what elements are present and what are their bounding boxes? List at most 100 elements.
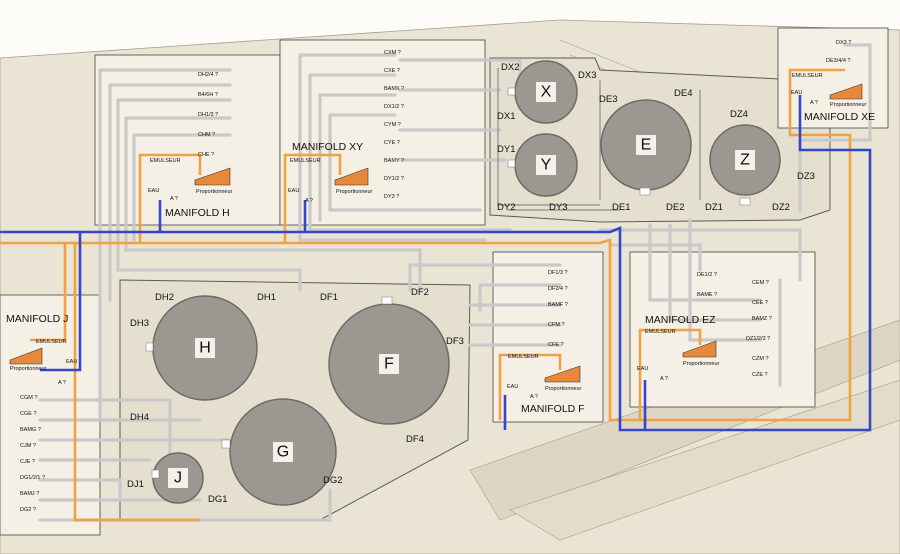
valve-label: BAMF ? — [548, 302, 568, 308]
valve-label: DE3/4/4 ? — [826, 58, 850, 64]
valve-label: DZ1/2/3 ? — [746, 336, 770, 342]
manifold-f-title: MANIFOLD F — [521, 403, 585, 415]
valve-label: CXE ? — [384, 68, 400, 74]
svg-text:Proportionneur: Proportionneur — [196, 189, 233, 195]
svg-text:A ?: A ? — [305, 198, 313, 204]
label-df3: DF3 — [446, 336, 464, 347]
valve-label: CGM ? — [20, 395, 37, 401]
label-dx1: DX1 — [497, 111, 515, 122]
svg-text:H: H — [199, 340, 211, 357]
valve-label: DY1/2 ? — [384, 176, 404, 182]
svg-text:Proportionneur: Proportionneur — [683, 361, 720, 367]
svg-text:Proportionneur: Proportionneur — [545, 386, 582, 392]
valve-columns: DH2/4 ? B4/6H ? DH1/3 ? CHM ? CHE ? CXM … — [20, 40, 851, 513]
svg-text:A ?: A ? — [58, 380, 66, 386]
manifold-h-title: MANIFOLD H — [165, 207, 230, 219]
tank-j: J — [152, 452, 204, 504]
tank-connections — [145, 87, 751, 479]
valve-label: CZE ? — [752, 372, 768, 378]
manifold-h-frame — [94, 54, 281, 226]
label-dh1: DH1 — [257, 292, 276, 303]
label-dj1: DJ1 — [127, 479, 144, 490]
valve-label: DE1/2 ? — [697, 272, 717, 278]
label-dx2: DX2 — [501, 62, 519, 73]
foam-water-lines — [0, 68, 872, 522]
label-de3: DE3 — [599, 94, 617, 105]
valve-label: CYM ? — [384, 122, 401, 128]
proportioner-xe: EMULSEUR Proportionneur EAU A ? — [791, 73, 867, 108]
label-df2: DF2 — [411, 287, 429, 298]
manifold-xy-frame — [279, 39, 486, 226]
label-dy3: DY3 — [549, 202, 567, 213]
svg-text:EAU: EAU — [637, 366, 648, 372]
proportioner-j: EMULSEUR Proportionneur EAU A ? — [9, 339, 77, 386]
valve-label: CEM ? — [752, 280, 769, 286]
svg-text:Proportionneur: Proportionneur — [10, 366, 47, 372]
valve-label: BAMY ? — [384, 158, 404, 164]
svg-text:EAU: EAU — [148, 188, 159, 194]
label-dz2: DZ2 — [772, 202, 790, 213]
valve-label: DF2/4 ? — [548, 286, 568, 292]
label-dg1: DG1 — [208, 494, 228, 505]
svg-text:EAU: EAU — [66, 359, 77, 365]
label-de4: DE4 — [674, 88, 692, 99]
tank-h: H — [152, 295, 258, 401]
valve-label: BAMG ? — [20, 427, 41, 433]
label-dg2: DG2 — [323, 475, 343, 486]
manifold-xe-title: MANIFOLD XE — [804, 111, 875, 123]
valve-label: DX3 ? — [836, 40, 851, 46]
valve-label: DY3 ? — [384, 194, 399, 200]
label-de2: DE2 — [666, 202, 684, 213]
valve-label: CHE ? — [198, 152, 214, 158]
valve-label: DF1/3 ? — [548, 270, 568, 276]
manifold-f-frame — [492, 251, 604, 423]
svg-text:J: J — [174, 470, 182, 487]
label-dz1: DZ1 — [705, 202, 723, 213]
proportioner-h: EMULSEUR Proportionneur EAU A ? — [148, 158, 233, 202]
valve-label: DX1/2 ? — [384, 104, 404, 110]
valve-label: CEE ? — [752, 300, 768, 306]
manifold-xy-title: MANIFOLD XY — [292, 141, 363, 153]
pipe-network — [38, 43, 872, 522]
valve-label: CGE ? — [20, 411, 37, 417]
svg-text:E: E — [641, 137, 652, 154]
tank-x: X — [514, 60, 578, 124]
svg-text:Proportionneur: Proportionneur — [336, 189, 373, 195]
tank-e: E — [600, 99, 692, 191]
svg-text:A ?: A ? — [660, 376, 668, 382]
proportioner-ez: EMULSEUR Proportionneur EAU A ? — [637, 329, 720, 382]
valve-label: DG2 ? — [20, 507, 36, 513]
svg-text:F: F — [384, 356, 394, 373]
svg-text:EMULSEUR: EMULSEUR — [150, 158, 181, 164]
manifold-ez-title: MANIFOLD EZ — [645, 314, 716, 326]
label-df4: DF4 — [406, 434, 424, 445]
manifold-j-title: MANIFOLD J — [6, 313, 68, 325]
valve-label: B4/6H ? — [198, 92, 218, 98]
label-dz3: DZ3 — [797, 171, 815, 182]
svg-text:X: X — [541, 84, 552, 101]
label-de1: DE1 — [612, 202, 630, 213]
valve-label: CJE ? — [20, 459, 35, 465]
label-dh2: DH2 — [155, 292, 174, 303]
label-dx3: DX3 — [578, 70, 596, 81]
valve-label: CFM ? — [548, 322, 565, 328]
proportioner-f: EMULSEUR Proportionneur EAU A ? — [507, 354, 582, 400]
proportioner-xy: EMULSEUR Proportionneur EAU A ? — [288, 158, 373, 204]
svg-text:Z: Z — [740, 152, 750, 169]
valve-label: DH1/3 ? — [198, 112, 218, 118]
manifold-j-frame — [0, 294, 101, 536]
label-dh4: DH4 — [130, 412, 149, 423]
valve-label: BAMZ ? — [752, 316, 772, 322]
valve-label: CJM ? — [20, 443, 36, 449]
svg-text:EMULSEUR: EMULSEUR — [645, 329, 676, 335]
svg-text:EAU: EAU — [507, 384, 518, 390]
valve-label: BAME ? — [697, 292, 717, 298]
svg-text:EMULSEUR: EMULSEUR — [36, 339, 67, 345]
tank-z: Z — [709, 124, 781, 196]
valve-label: CZM ? — [752, 356, 769, 362]
svg-text:A ?: A ? — [810, 100, 818, 106]
svg-text:EMULSEUR: EMULSEUR — [290, 158, 321, 164]
svg-text:EMULSEUR: EMULSEUR — [792, 73, 823, 79]
branch-labels: DX2 DX3 DX1 DY1 DY2 DY3 DE3 DE4 DZ4 DZ3 … — [127, 62, 815, 505]
